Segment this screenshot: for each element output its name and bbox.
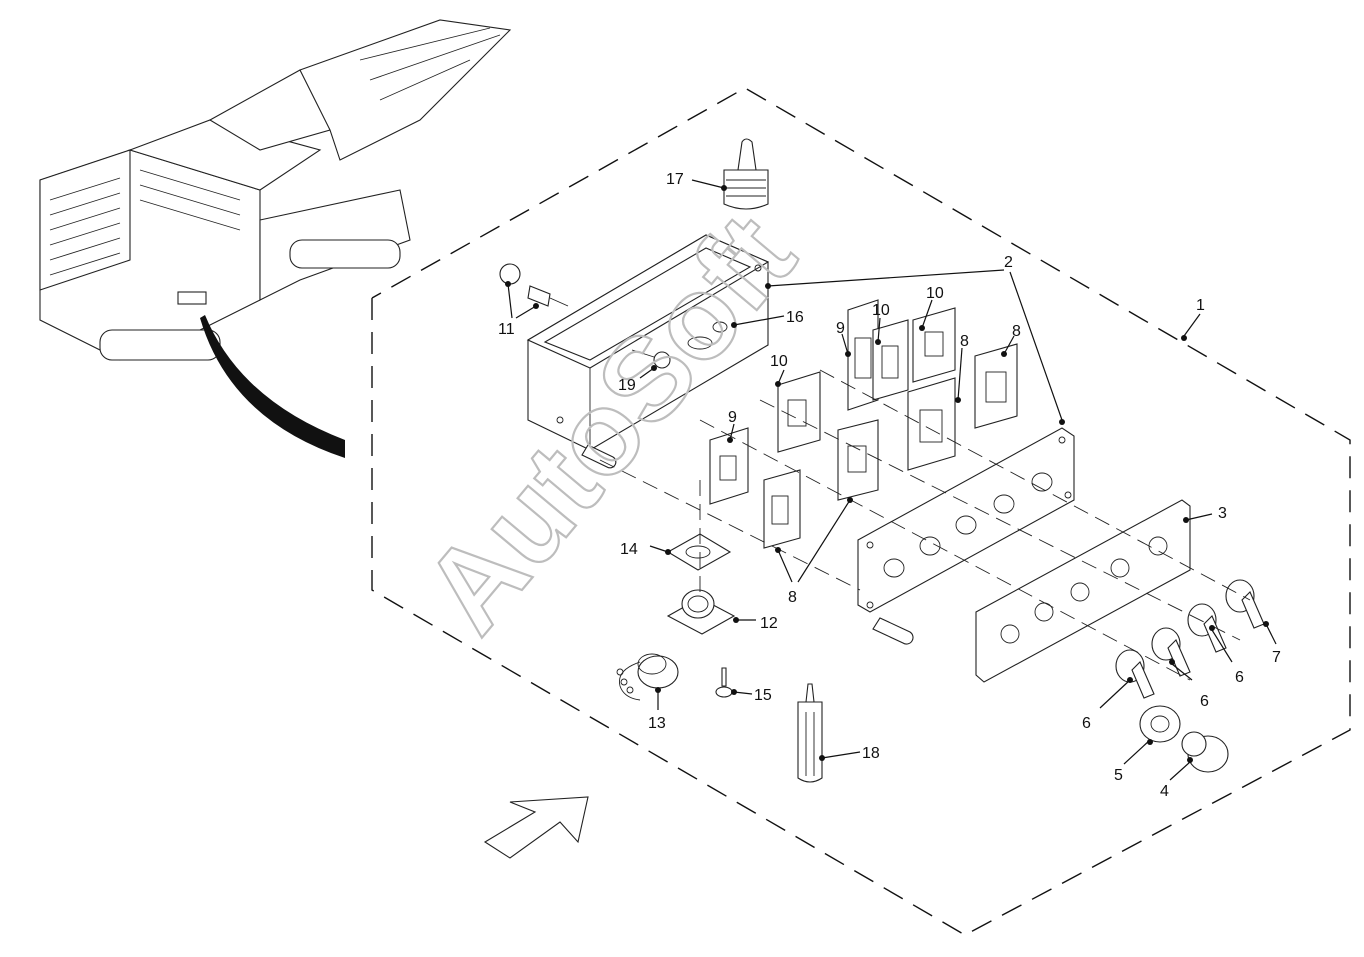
pin-parts [631, 349, 671, 369]
callout-label: 4 [1160, 783, 1169, 800]
callout-label: 9 [728, 409, 737, 426]
callout-label: 8 [788, 589, 797, 606]
callout-label: 1 [1196, 297, 1205, 314]
callout-label: 6 [1082, 715, 1091, 732]
callout-label: 13 [648, 715, 666, 732]
detail-pointer [200, 315, 345, 458]
plug-parts [499, 263, 569, 307]
callout-label: 19 [618, 377, 636, 394]
mounting-plate [857, 427, 1075, 645]
callout-label: 8 [960, 333, 969, 350]
tube-part [797, 683, 823, 783]
cap-part [723, 138, 769, 210]
housing-box [526, 234, 770, 469]
watermark: AutoSoft [398, 189, 821, 658]
callout-label: 18 [862, 745, 880, 762]
callout-label: 15 [754, 687, 772, 704]
socket-assembly [616, 533, 736, 701]
callout-label: 10 [770, 353, 788, 370]
callout-label: 3 [1218, 505, 1227, 522]
callout-label: 7 [1272, 649, 1281, 666]
callout-label: 10 [926, 285, 944, 302]
callout-label: 17 [666, 171, 684, 188]
label-plate [975, 499, 1191, 683]
callout-dots [505, 185, 1269, 763]
callout-leaders [507, 179, 1277, 781]
callout-label: 11 [498, 321, 515, 338]
callout-label: 5 [1114, 767, 1123, 784]
machine-overview [39, 19, 512, 361]
callout-label: 12 [760, 615, 778, 632]
assembly-boundary [371, 87, 1351, 936]
assembly-axes [599, 369, 1251, 681]
callout-label: 10 [872, 302, 890, 319]
callout-label: 14 [620, 541, 638, 558]
callout-label: 6 [1200, 693, 1209, 710]
callout-label: 16 [786, 309, 804, 326]
callout-label: 2 [1004, 254, 1013, 271]
direction-arrow [483, 796, 589, 859]
callout-label: 9 [836, 320, 845, 337]
switch-parts [1115, 579, 1265, 773]
callout-label: 8 [1012, 323, 1021, 340]
callout-label: 6 [1235, 669, 1244, 686]
callout-labels: 1 2 3 4 5 6 6 6 7 8 8 8 9 9 10 10 10 11 … [498, 171, 1281, 800]
watermark-text: AutoSoft [399, 190, 820, 656]
